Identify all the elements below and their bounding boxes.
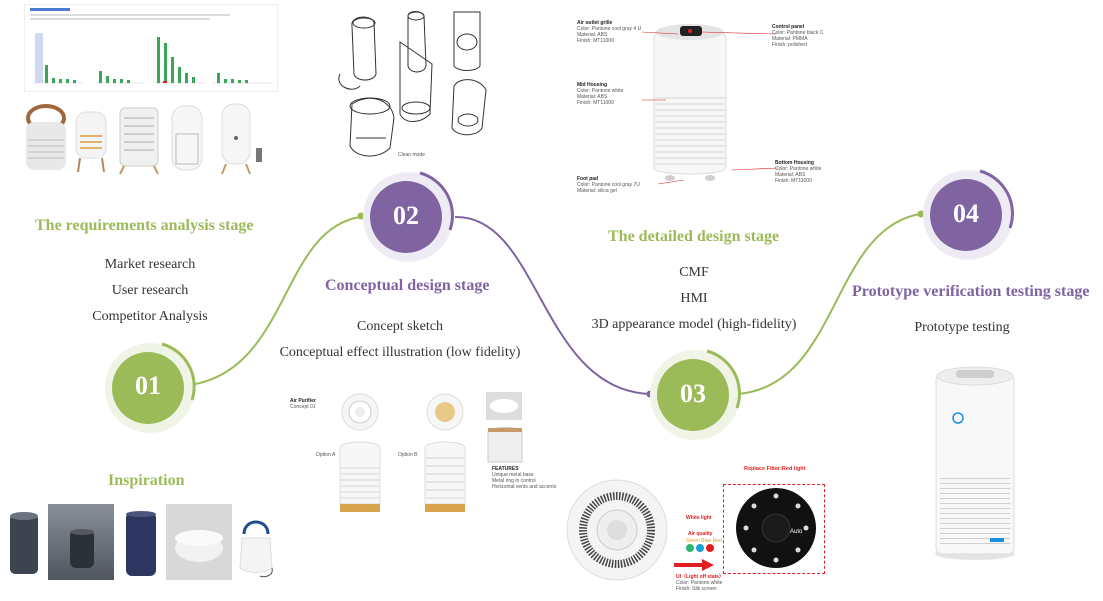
concept-feature-1: Unique metal base: [492, 472, 534, 478]
callout-bottom-housing: Bottom Housing Color: Pantone white Mate…: [775, 160, 821, 184]
connector-03-04: [737, 213, 921, 395]
stage-03-item-1: CMF: [679, 265, 709, 280]
concept-features-title: FEATURES: [492, 466, 519, 472]
prototype-photo: [935, 366, 1015, 560]
connector-02-03: [454, 215, 651, 395]
stage-01-item-2: User research: [111, 283, 189, 298]
inspiration-image-4: [166, 504, 232, 580]
inspiration-image-3: [126, 511, 156, 576]
stage-02-circle: [363, 171, 454, 262]
concept-option-a: Option A: [316, 452, 336, 458]
stage-01-number: 01: [135, 371, 161, 400]
concept-sketch: Clean mode: [338, 11, 487, 158]
market-research-charts: [24, 4, 278, 92]
connector-01-02: [189, 216, 361, 386]
competitor-product-5: [221, 103, 262, 175]
callout-bottom-housing-line-3: Finish: MT11000: [775, 178, 812, 184]
connector-dot-01-02: [357, 212, 365, 220]
concept-board-subtitle: Concept 01: [290, 404, 316, 410]
callout-mid-housing: Mid Housing Color: Pantone white Materia…: [577, 82, 623, 106]
hmi-top-view: [566, 479, 668, 581]
hmi-air-quality: Air quality: [688, 531, 713, 537]
callout-bottom-housing-title: Bottom Housing: [775, 160, 814, 166]
concept-option-b: Option B: [398, 452, 418, 458]
inspiration-image-2: [48, 504, 114, 580]
stage-03-circle: [650, 349, 741, 440]
callout-foot-pad: Foot pad Color: Pantone cool gray 7U Mat…: [577, 176, 640, 194]
inspiration-gallery: [0, 504, 278, 580]
stage-02-number: 02: [393, 201, 419, 230]
stage-03-number: 03: [680, 379, 706, 408]
inspiration-label: Inspiration: [108, 472, 185, 489]
hmi-ui-state-title: UI（Light off state）: [676, 574, 725, 580]
cmf-product-render: [653, 24, 727, 181]
prototype-vents: [940, 478, 1010, 544]
concept-feature-3: Horizontal vents and accents: [492, 484, 557, 490]
callout-control-panel: Control panel Color: Pantone black C Mat…: [772, 24, 823, 48]
competitor-product-4: [171, 105, 203, 171]
competitor-product-1: [26, 104, 66, 170]
callout-bottom-housing-line-1: Color: Pantone white: [775, 166, 822, 172]
callout-mid-housing-title: Mid Housing: [577, 82, 607, 88]
sketch-note: Clean mode: [398, 152, 425, 158]
callout-control-panel-title: Control panel: [772, 24, 805, 30]
hmi-white-light: White light: [686, 515, 712, 521]
stage-02-title: Conceptual design stage: [325, 277, 490, 294]
stage-01-title: The requirements analysis stage: [35, 217, 254, 234]
inspiration-image-5: [239, 520, 273, 578]
concept-illustration-board: Air Purifier Concept 01 Option A Option …: [290, 392, 556, 522]
concept-feature-2: Metal ring in control: [492, 478, 536, 484]
callout-air-outlet-title: Air outlet grille: [577, 20, 613, 26]
hmi-air-quality-dots: [686, 544, 714, 552]
concept-board-heading: Air Purifier Concept 01: [290, 398, 316, 410]
hmi-ui-line-2: Finish: Silk screen: [676, 586, 717, 592]
hmi-auto-label: Auto: [790, 529, 803, 535]
stage-01-item-1: Market research: [104, 257, 196, 272]
callout-control-panel-line-1: Color: Pantone black C: [772, 30, 824, 36]
stage-01-item-3: Competitor Analysis: [92, 309, 208, 324]
cmf-leader-lines: [641, 31, 779, 185]
competitor-products: [26, 103, 262, 175]
stage-04-circle: [923, 169, 1014, 260]
callout-foot-pad-title: Foot pad: [577, 176, 599, 182]
hmi-control-panel: Auto: [736, 488, 816, 568]
callout-air-outlet-line-1: Color: Pantone cool gray 4 U: [577, 26, 642, 32]
hmi-ui-line-1: Color: Pantone white: [676, 580, 723, 586]
hmi-ui-state: UI（Light off state） Color: Pantone white…: [676, 574, 724, 592]
callout-foot-pad-line-1: Color: Pantone cool gray 7U: [577, 182, 640, 188]
callout-bottom-housing-line-2: Material: ABS: [775, 172, 806, 178]
callout-foot-pad-line-2: Material: silica gel: [577, 188, 617, 194]
connector-dot-03-04: [917, 210, 925, 218]
callout-air-outlet: Air outlet grille Color: Pantone cool gr…: [577, 20, 641, 44]
callout-mid-housing-line-1: Color: Pantone white: [577, 88, 624, 94]
hmi-replace-filter: Replace Filter:Red light: [744, 466, 806, 472]
stage-04-item-1: Prototype testing: [914, 320, 1010, 335]
stage-03-title: The detailed design stage: [608, 228, 780, 245]
concept-features: FEATURES Unique metal base Metal ring in…: [492, 466, 556, 490]
stage-03-item-3: 3D appearance model (high-fidelity): [591, 317, 797, 332]
callout-mid-housing-line-2: Material: ABS: [577, 94, 608, 100]
inspiration-image-1: [10, 512, 38, 574]
concept-board-title: Air Purifier: [290, 398, 316, 404]
hmi-callout-frame: [723, 484, 825, 574]
market-bar-charts: [33, 33, 273, 84]
callout-mid-housing-line-3: Finish: MT11000: [577, 100, 614, 106]
callout-control-panel-line-3: Finish: polished: [772, 42, 807, 48]
stage-03-item-2: HMI: [680, 291, 708, 306]
stage-02-item-1: Concept sketch: [357, 319, 443, 334]
competitor-product-2: [75, 111, 107, 173]
stage-01-circle: [105, 342, 196, 433]
callout-air-outlet-line-2: Material: ABS: [577, 32, 608, 38]
hmi-air-quality-sub: Green Blue Red: [686, 538, 722, 544]
stage-04-title: Prototype verification testing stage: [852, 283, 1090, 300]
callout-air-outlet-line-3: Finish: MT11000: [577, 38, 614, 44]
concept-illustration-drawings: [339, 392, 523, 512]
hmi-arrow-icon: [674, 559, 714, 571]
callout-control-panel-line-2: Material: PMMA: [772, 36, 808, 42]
competitor-product-3: [119, 107, 159, 175]
stage-04-number: 04: [953, 199, 979, 228]
stage-02-item-2: Conceptual effect illustration (low fide…: [279, 345, 521, 360]
